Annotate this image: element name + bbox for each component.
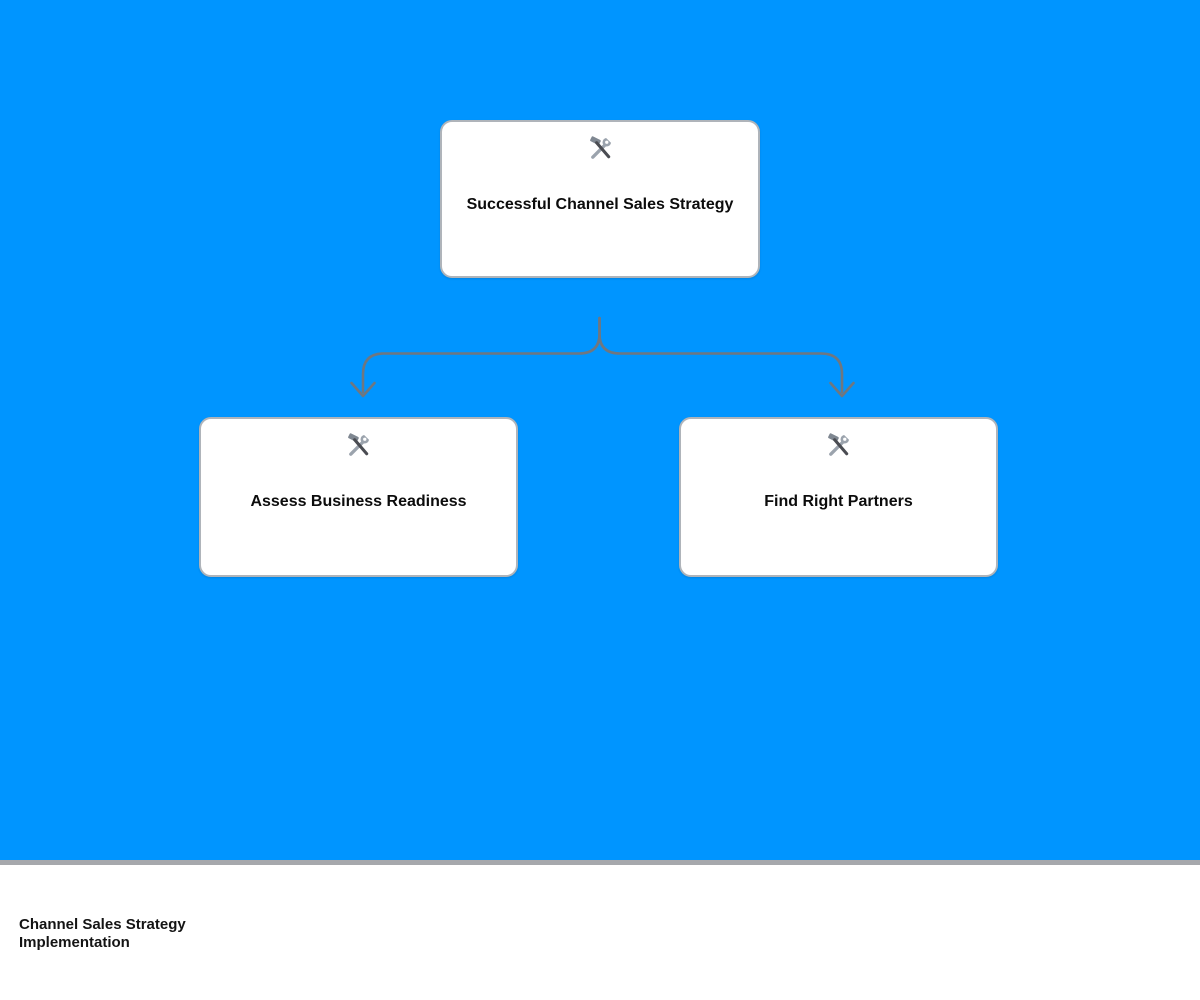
connector-right [598, 316, 844, 394]
node-assess-readiness-label: Assess Business Readiness [250, 493, 467, 510]
node-find-partners-label: Find Right Partners [764, 493, 913, 510]
hammer-wrench-icon [345, 431, 372, 459]
hammer-wrench-icon [587, 134, 614, 162]
diagram-canvas: Successful Channel Sales Strategy Assess… [0, 0, 1200, 860]
node-assess-readiness-card[interactable]: Assess Business Readiness [199, 417, 518, 577]
hammer-wrench-icon [825, 431, 852, 459]
diagram-title: Channel Sales Strategy Implementation [19, 916, 186, 951]
arrowhead-left-icon [350, 381, 376, 398]
arrowhead-right-icon [829, 381, 855, 398]
node-root-card[interactable]: Successful Channel Sales Strategy [440, 120, 760, 278]
canvas-footer-divider [0, 860, 1200, 865]
footer-panel: Channel Sales Strategy Implementation [0, 865, 1200, 1000]
node-find-partners-card[interactable]: Find Right Partners [679, 417, 998, 577]
connector-left [361, 316, 601, 394]
node-root-label: Successful Channel Sales Strategy [466, 196, 734, 213]
